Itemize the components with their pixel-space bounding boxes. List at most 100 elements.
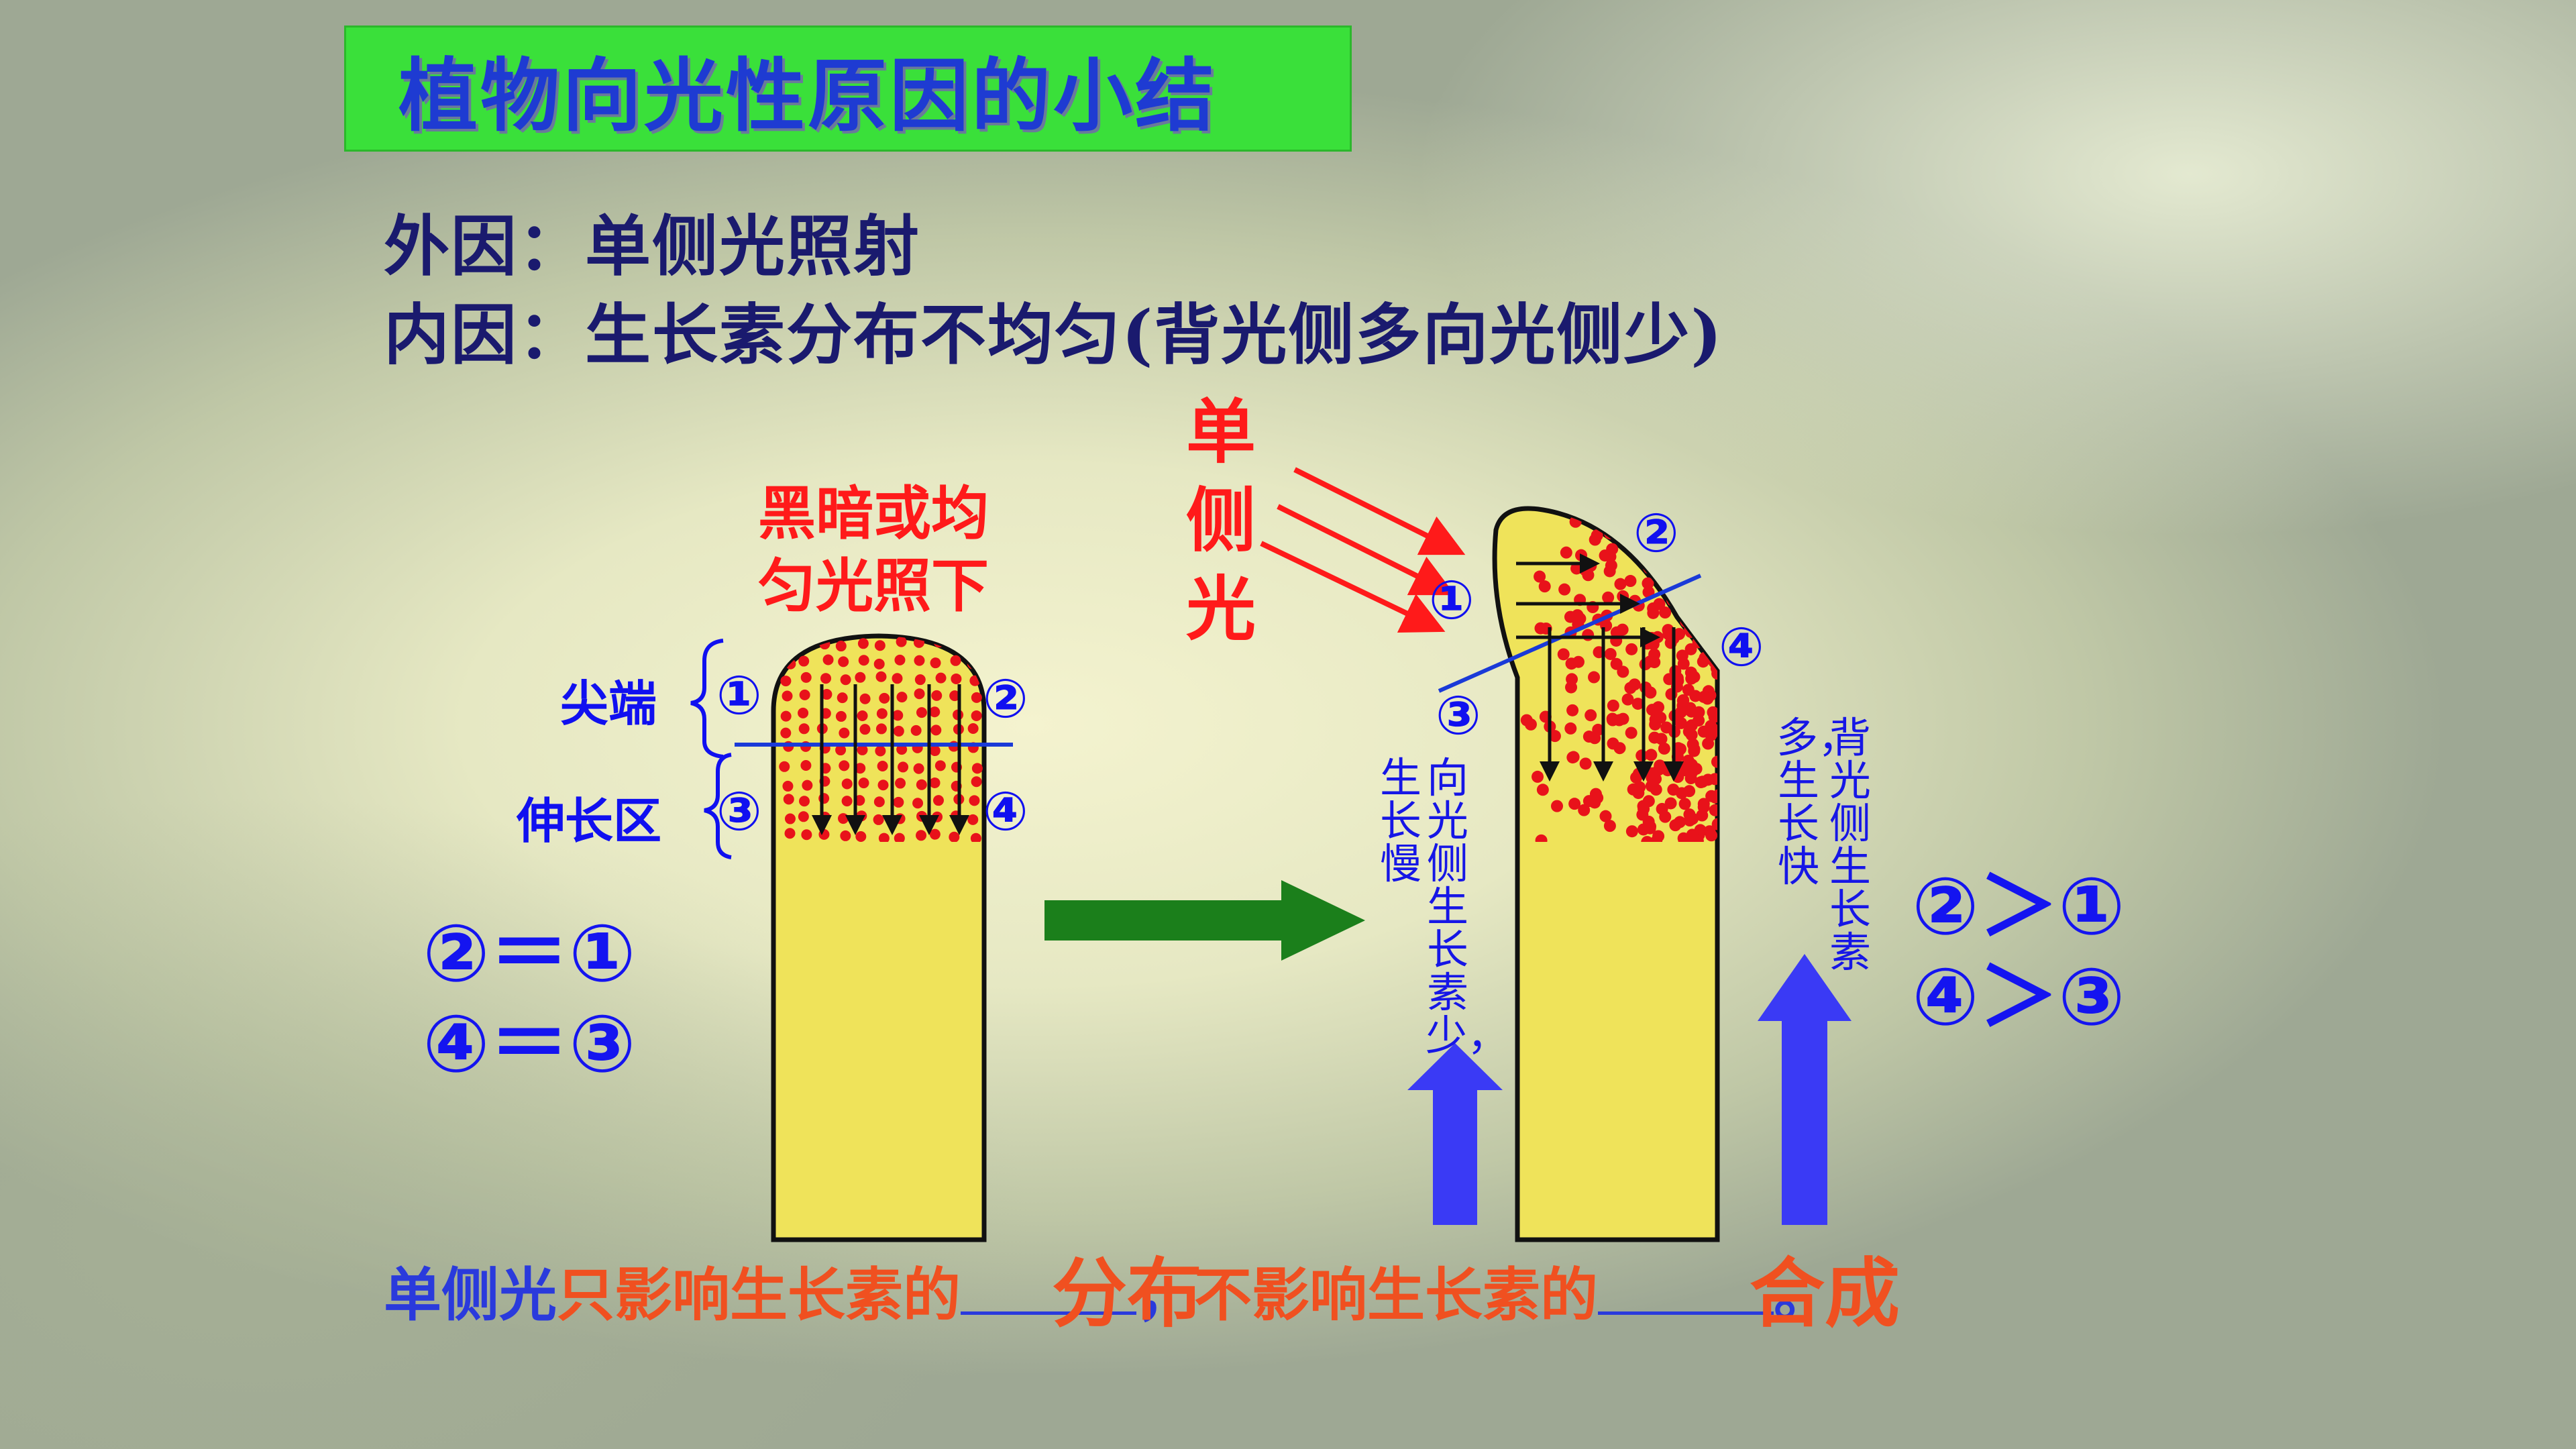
auxin-dot xyxy=(916,830,927,841)
auxin-dot xyxy=(951,638,963,649)
auxin-dot xyxy=(1697,690,1710,703)
auxin-dot xyxy=(967,636,979,647)
auxin-dot xyxy=(896,692,908,703)
auxin-dot xyxy=(934,760,946,771)
auxin-dot xyxy=(896,744,908,755)
conclusion-part-1: 单侧光 xyxy=(384,1261,557,1329)
auxin-dot xyxy=(1669,819,1682,832)
auxin-dot xyxy=(1625,727,1638,739)
auxin-dot xyxy=(1606,543,1619,555)
auxin-dot xyxy=(1707,610,1717,623)
left-relation-2: ④＝③ xyxy=(423,998,636,1090)
auxin-dot xyxy=(1599,810,1612,822)
auxin-dot xyxy=(856,810,867,822)
auxin-dot xyxy=(782,690,793,702)
auxin-dot xyxy=(1686,531,1699,543)
transition-arrow xyxy=(1044,880,1365,961)
auxin-dot xyxy=(914,655,925,666)
auxin-dot xyxy=(1686,812,1699,825)
auxin-dot xyxy=(1638,802,1650,815)
auxin-dot xyxy=(840,830,851,841)
auxin-dot xyxy=(873,796,885,808)
auxin-dot xyxy=(1703,549,1715,561)
auxin-dot xyxy=(839,727,850,739)
auxin-dot xyxy=(875,723,887,735)
auxin-dot xyxy=(859,693,871,704)
left-mark-2: ② xyxy=(983,667,1028,730)
condition-label: 黑暗或均 匀光照下 xyxy=(758,478,989,623)
auxin-dot xyxy=(798,811,809,822)
elongation-bracket xyxy=(704,753,732,859)
auxin-dot xyxy=(1575,549,1588,561)
auxin-dot xyxy=(1640,682,1652,694)
auxin-dot xyxy=(837,692,848,704)
internal-cause: 内因：生长素分布不均匀(背光侧多向光侧少) xyxy=(384,297,1723,374)
auxin-dot xyxy=(893,725,904,737)
auxin-dot xyxy=(1644,822,1656,835)
auxin-dot xyxy=(910,724,922,736)
auxin-dot xyxy=(1579,757,1592,770)
auxin-dot xyxy=(1639,658,1652,671)
tip-bracket xyxy=(690,639,724,759)
auxin-dot xyxy=(1627,783,1640,796)
auxin-dot xyxy=(780,676,792,687)
auxin-dot xyxy=(1532,770,1544,783)
auxin-dot xyxy=(1607,737,1619,750)
auxin-dot xyxy=(1621,693,1634,706)
left-auxin-arrows xyxy=(812,684,969,835)
auxin-dot xyxy=(1567,751,1580,763)
auxin-dot xyxy=(1652,830,1665,842)
auxin-dot xyxy=(1566,673,1578,686)
auxin-dot xyxy=(858,777,869,789)
auxin-dot xyxy=(929,828,941,840)
auxin-dot xyxy=(838,656,849,667)
external-cause: 外因：单侧光照射 xyxy=(384,208,921,285)
right-mark-2: ② xyxy=(1633,502,1679,564)
auxin-dot xyxy=(1683,519,1696,531)
auxin-dot xyxy=(971,776,982,788)
auxin-dot xyxy=(1663,574,1676,586)
auxin-dot xyxy=(1625,643,1638,655)
conclusion-part-4: 不影响生长素的 xyxy=(1194,1261,1598,1329)
auxin-dot xyxy=(1612,511,1625,523)
auxin-dot xyxy=(877,760,888,771)
auxin-dot xyxy=(1628,678,1641,691)
auxin-dot xyxy=(1614,578,1627,590)
auxin-dot xyxy=(1617,665,1629,678)
auxin-dot xyxy=(1660,721,1673,734)
auxin-dot xyxy=(894,654,906,665)
auxin-dot xyxy=(875,671,887,682)
auxin-dot xyxy=(840,674,851,686)
auxin-dot xyxy=(1578,804,1591,816)
shaded-side-text-col1: 背光侧生长素 xyxy=(1829,713,1871,977)
auxin-dot xyxy=(1705,637,1717,649)
auxin-dot xyxy=(820,673,832,684)
auxin-dot xyxy=(858,655,869,666)
auxin-dot xyxy=(1656,802,1668,815)
auxin-dot xyxy=(967,723,979,735)
auxin-dot xyxy=(1625,825,1638,838)
auxin-dot xyxy=(1690,553,1703,566)
auxin-dot xyxy=(1697,775,1709,788)
light-ray-2 xyxy=(1277,504,1456,596)
auxin-dot xyxy=(1570,562,1583,575)
auxin-dot xyxy=(1588,671,1601,684)
auxin-dot xyxy=(1707,706,1717,718)
auxin-dot xyxy=(930,657,941,669)
auxin-dot xyxy=(1685,705,1698,718)
auxin-dot xyxy=(780,710,792,722)
auxin-dot xyxy=(950,655,961,666)
auxin-dot xyxy=(932,811,943,822)
conclusion-part-5: 。 xyxy=(1774,1261,1831,1329)
auxin-dot xyxy=(894,833,905,842)
left-mark-1: ① xyxy=(716,664,762,727)
auxin-dot xyxy=(877,780,889,791)
auxin-dot xyxy=(1698,582,1711,594)
auxin-dot xyxy=(892,710,904,721)
auxin-dot xyxy=(1585,559,1597,572)
light-ray-1 xyxy=(1293,467,1466,555)
auxin-dot xyxy=(1711,724,1717,737)
auxin-dot xyxy=(1617,590,1629,602)
auxin-dot xyxy=(1697,801,1710,814)
